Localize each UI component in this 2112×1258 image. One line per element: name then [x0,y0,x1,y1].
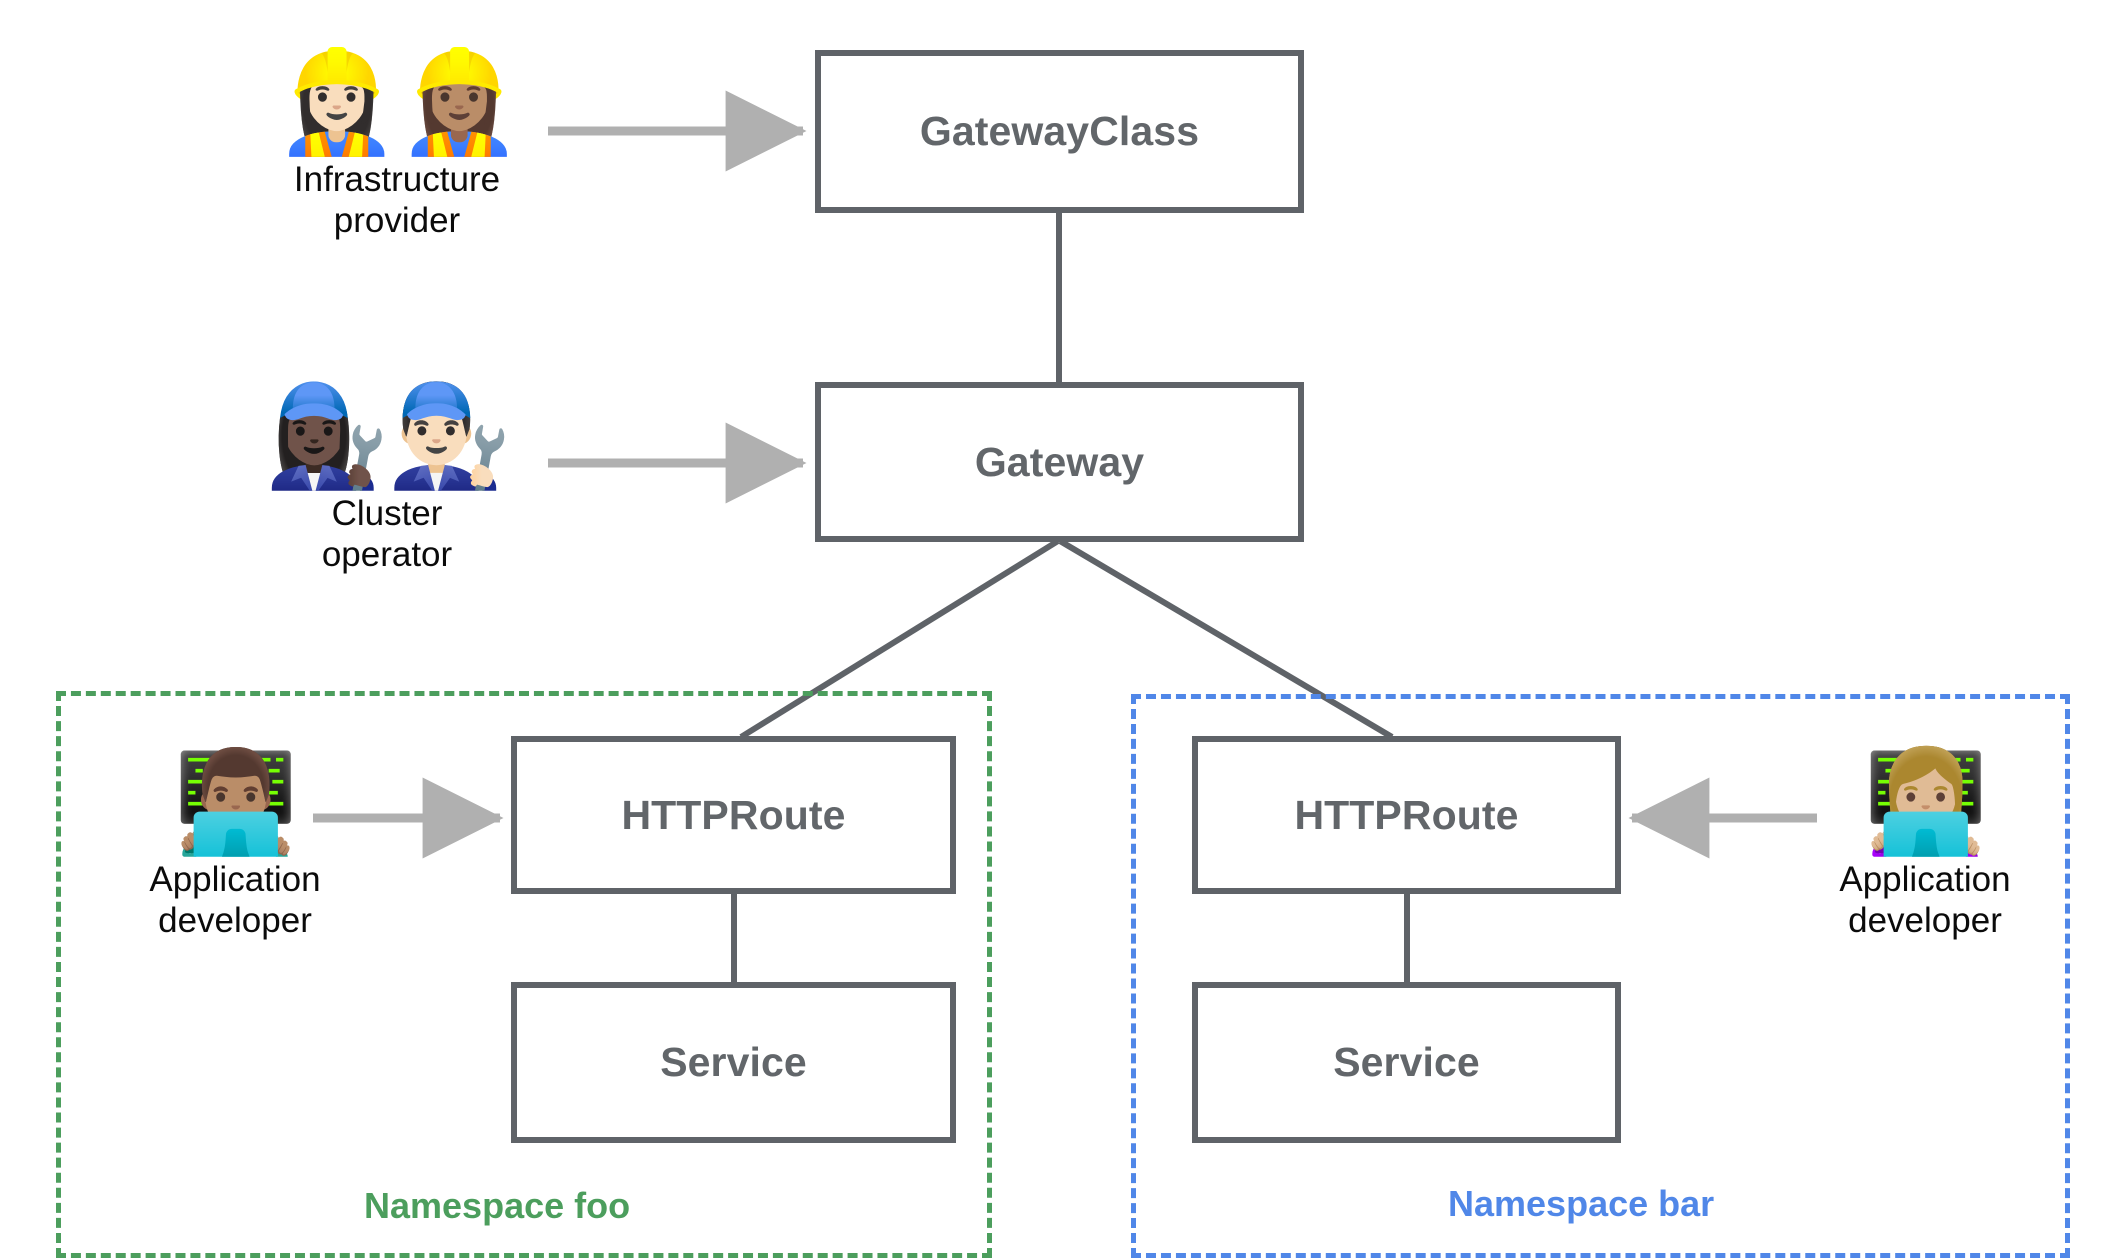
service-bar-label: Service [1333,1039,1480,1085]
persona-cluster-operator: 👩🏿‍🔧👨🏻‍🔧 Cluster operator [262,382,512,576]
mechanic-icon: 👩🏿‍🔧👨🏻‍🔧 [264,377,511,494]
woman-construction-worker-icon: 👷🏻‍♀️👷🏽‍♀️ [274,43,521,160]
persona-application-developer-foo: 👨🏽‍💻 Application developer [110,748,360,942]
persona-application-developer-bar-caption: Application developer [1839,860,2011,940]
gatewayclass-label: GatewayClass [919,108,1200,154]
persona-application-developer-foo-caption: Application developer [149,860,321,940]
persona-infrastructure-provider-caption: Infrastructure provider [293,160,501,240]
persona-cluster-operator-caption: Cluster operator [321,494,453,574]
namespace-bar-container [1131,694,2070,1258]
resource-box-service-bar[interactable]: Service [1192,982,1621,1143]
httproute-foo-label: HTTPRoute [621,791,846,838]
httproute-bar-label: HTTPRoute [1294,791,1519,838]
service-foo-label: Service [660,1039,807,1085]
resource-box-httproute-bar[interactable]: HTTPRoute [1192,736,1621,894]
resource-box-service-foo[interactable]: Service [511,982,956,1143]
namespace-foo-container [56,691,992,1258]
namespace-bar-label: Namespace bar [1448,1183,1715,1224]
resource-box-httproute-foo[interactable]: HTTPRoute [511,736,956,894]
resource-box-gatewayclass[interactable]: GatewayClass [815,50,1304,213]
woman-technologist-icon: 👩🏼‍💻 [1863,743,1989,860]
gateway-label: Gateway [974,438,1145,485]
persona-infrastructure-provider: 👷🏻‍♀️👷🏽‍♀️ Infrastructure provider [272,48,522,242]
namespace-foo-label: Namespace foo [364,1185,631,1226]
persona-application-developer-bar: 👩🏼‍💻 Application developer [1800,748,2050,942]
man-technologist-icon: 👨🏽‍💻 [173,743,299,860]
resource-box-gateway[interactable]: Gateway [815,382,1304,542]
